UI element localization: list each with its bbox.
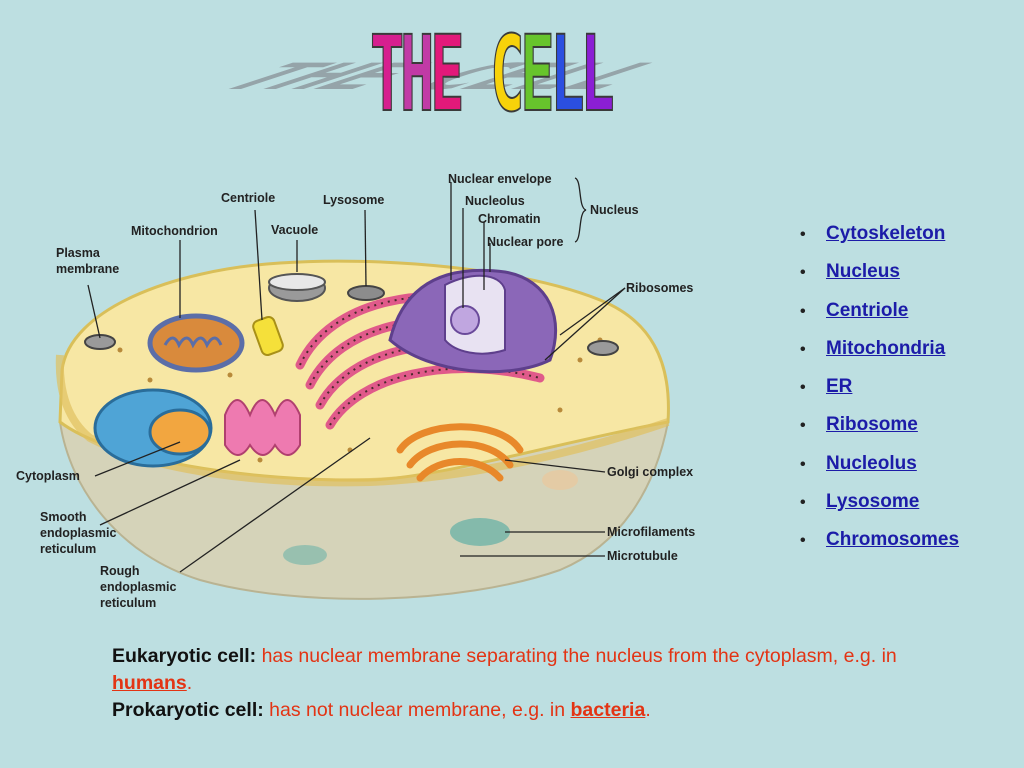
page-title: THE CELL (369, 21, 615, 127)
label-nucleus: Nucleus (590, 203, 639, 217)
link-er[interactable]: ER (826, 376, 853, 398)
title-letter: T (369, 13, 405, 135)
lower-organelle (542, 470, 578, 490)
list-item: •Nucleolus (800, 452, 917, 474)
list-item: •Ribosome (800, 414, 918, 436)
label-lysosome: Lysosome (323, 193, 384, 207)
label-vacuole: Vacuole (271, 223, 318, 237)
list-item: •Cytoskeleton (800, 223, 946, 244)
nucleolus (450, 305, 480, 335)
ribosomes (117, 337, 603, 463)
label-smooth-er-3: reticulum (40, 542, 96, 556)
label-centriole: Centriole (221, 191, 275, 205)
prokaryotic-text: has not nuclear membrane, e.g. in (269, 699, 566, 721)
title-letter: H (399, 13, 435, 135)
smooth-er (224, 399, 301, 456)
label-plasma-membrane-2: membrane (56, 262, 119, 276)
prokaryotic-term: Prokaryotic cell (112, 699, 258, 721)
title-letter: E (430, 13, 466, 135)
list-item: •Chromosomes (800, 529, 960, 551)
list-item: •Mitochondria (800, 337, 946, 359)
vacuole-top (268, 273, 326, 291)
lysosome (347, 285, 385, 301)
label-nuclear-envelope: Nuclear envelope (448, 172, 552, 186)
golgi-complex (396, 423, 524, 482)
link-nucleolus[interactable]: Nucleolus (826, 452, 917, 474)
link-centriole[interactable]: Centriole (826, 299, 909, 321)
list-item: •Centriole (800, 299, 909, 321)
cell-diagram: Plasma membrane Mitochondrion Centriole … (16, 172, 695, 610)
list-item: •Nucleus (800, 261, 900, 283)
eukaryotic-definition: Eukaryotic cell: has nuclear membrane se… (112, 645, 897, 694)
title-letter: L (580, 13, 616, 135)
label-chromatin: Chromatin (478, 212, 541, 226)
label-rough-er-1: Rough (100, 564, 140, 578)
label-plasma-membrane-1: Plasma (56, 246, 101, 260)
link-cytoskeleton[interactable]: Cytoskeleton (826, 223, 946, 244)
lower-organelle (450, 518, 510, 546)
label-smooth-er-1: Smooth (40, 510, 87, 524)
vesicle (84, 334, 116, 350)
label-nuclear-pore: Nuclear pore (487, 235, 563, 249)
label-ribosomes: Ribosomes (626, 281, 693, 295)
title-letter (460, 13, 490, 135)
link-bacteria[interactable]: bacteria (570, 699, 646, 721)
label-microtubule: Microtubule (607, 549, 678, 563)
label-cytoplasm: Cytoplasm (16, 469, 80, 483)
title-letter: E (520, 13, 556, 135)
label-mitochondrion: Mitochondrion (131, 224, 218, 238)
description: Eukaryotic cell: has nuclear membrane se… (112, 643, 932, 724)
list-item: •Lysosome (800, 491, 920, 513)
label-nucleolus: Nucleolus (465, 194, 525, 208)
link-nucleus[interactable]: Nucleus (826, 261, 900, 283)
link-ribosome[interactable]: Ribosome (826, 414, 918, 436)
label-rough-er-2: endoplasmic (100, 580, 176, 594)
label-microfilaments: Microfilaments (607, 525, 695, 539)
link-mitochondria[interactable]: Mitochondria (826, 337, 946, 359)
mitochondrion-cristae (163, 336, 223, 349)
link-chromosomes[interactable]: Chromosomes (826, 529, 960, 551)
title-wordart: THE CELL THE CELL (182, 14, 700, 136)
vesicle (587, 340, 619, 356)
title-letter: L (550, 13, 586, 135)
label-golgi-complex: Golgi complex (607, 465, 693, 479)
link-lysosome[interactable]: Lysosome (826, 491, 920, 513)
label-rough-er-3: reticulum (100, 596, 156, 610)
lower-organelle (283, 545, 327, 565)
mitochondrion-inner (148, 408, 212, 456)
eukaryotic-text: has nuclear membrane separating the nucl… (261, 645, 897, 667)
list-item: •ER (800, 376, 853, 398)
link-humans[interactable]: humans (112, 672, 187, 694)
leader-lines (87, 177, 626, 573)
label-smooth-er-2: endoplasmic (40, 526, 116, 540)
title-letter: C (490, 13, 526, 135)
prokaryotic-definition: Prokaryotic cell: has not nuclear membra… (112, 699, 651, 721)
eukaryotic-term: Eukaryotic cell: (112, 645, 257, 667)
organelle-list: •Cytoskeleton •Nucleus •Centriole •Mitoc… (800, 223, 959, 568)
plasma-membrane-rim (55, 354, 670, 487)
